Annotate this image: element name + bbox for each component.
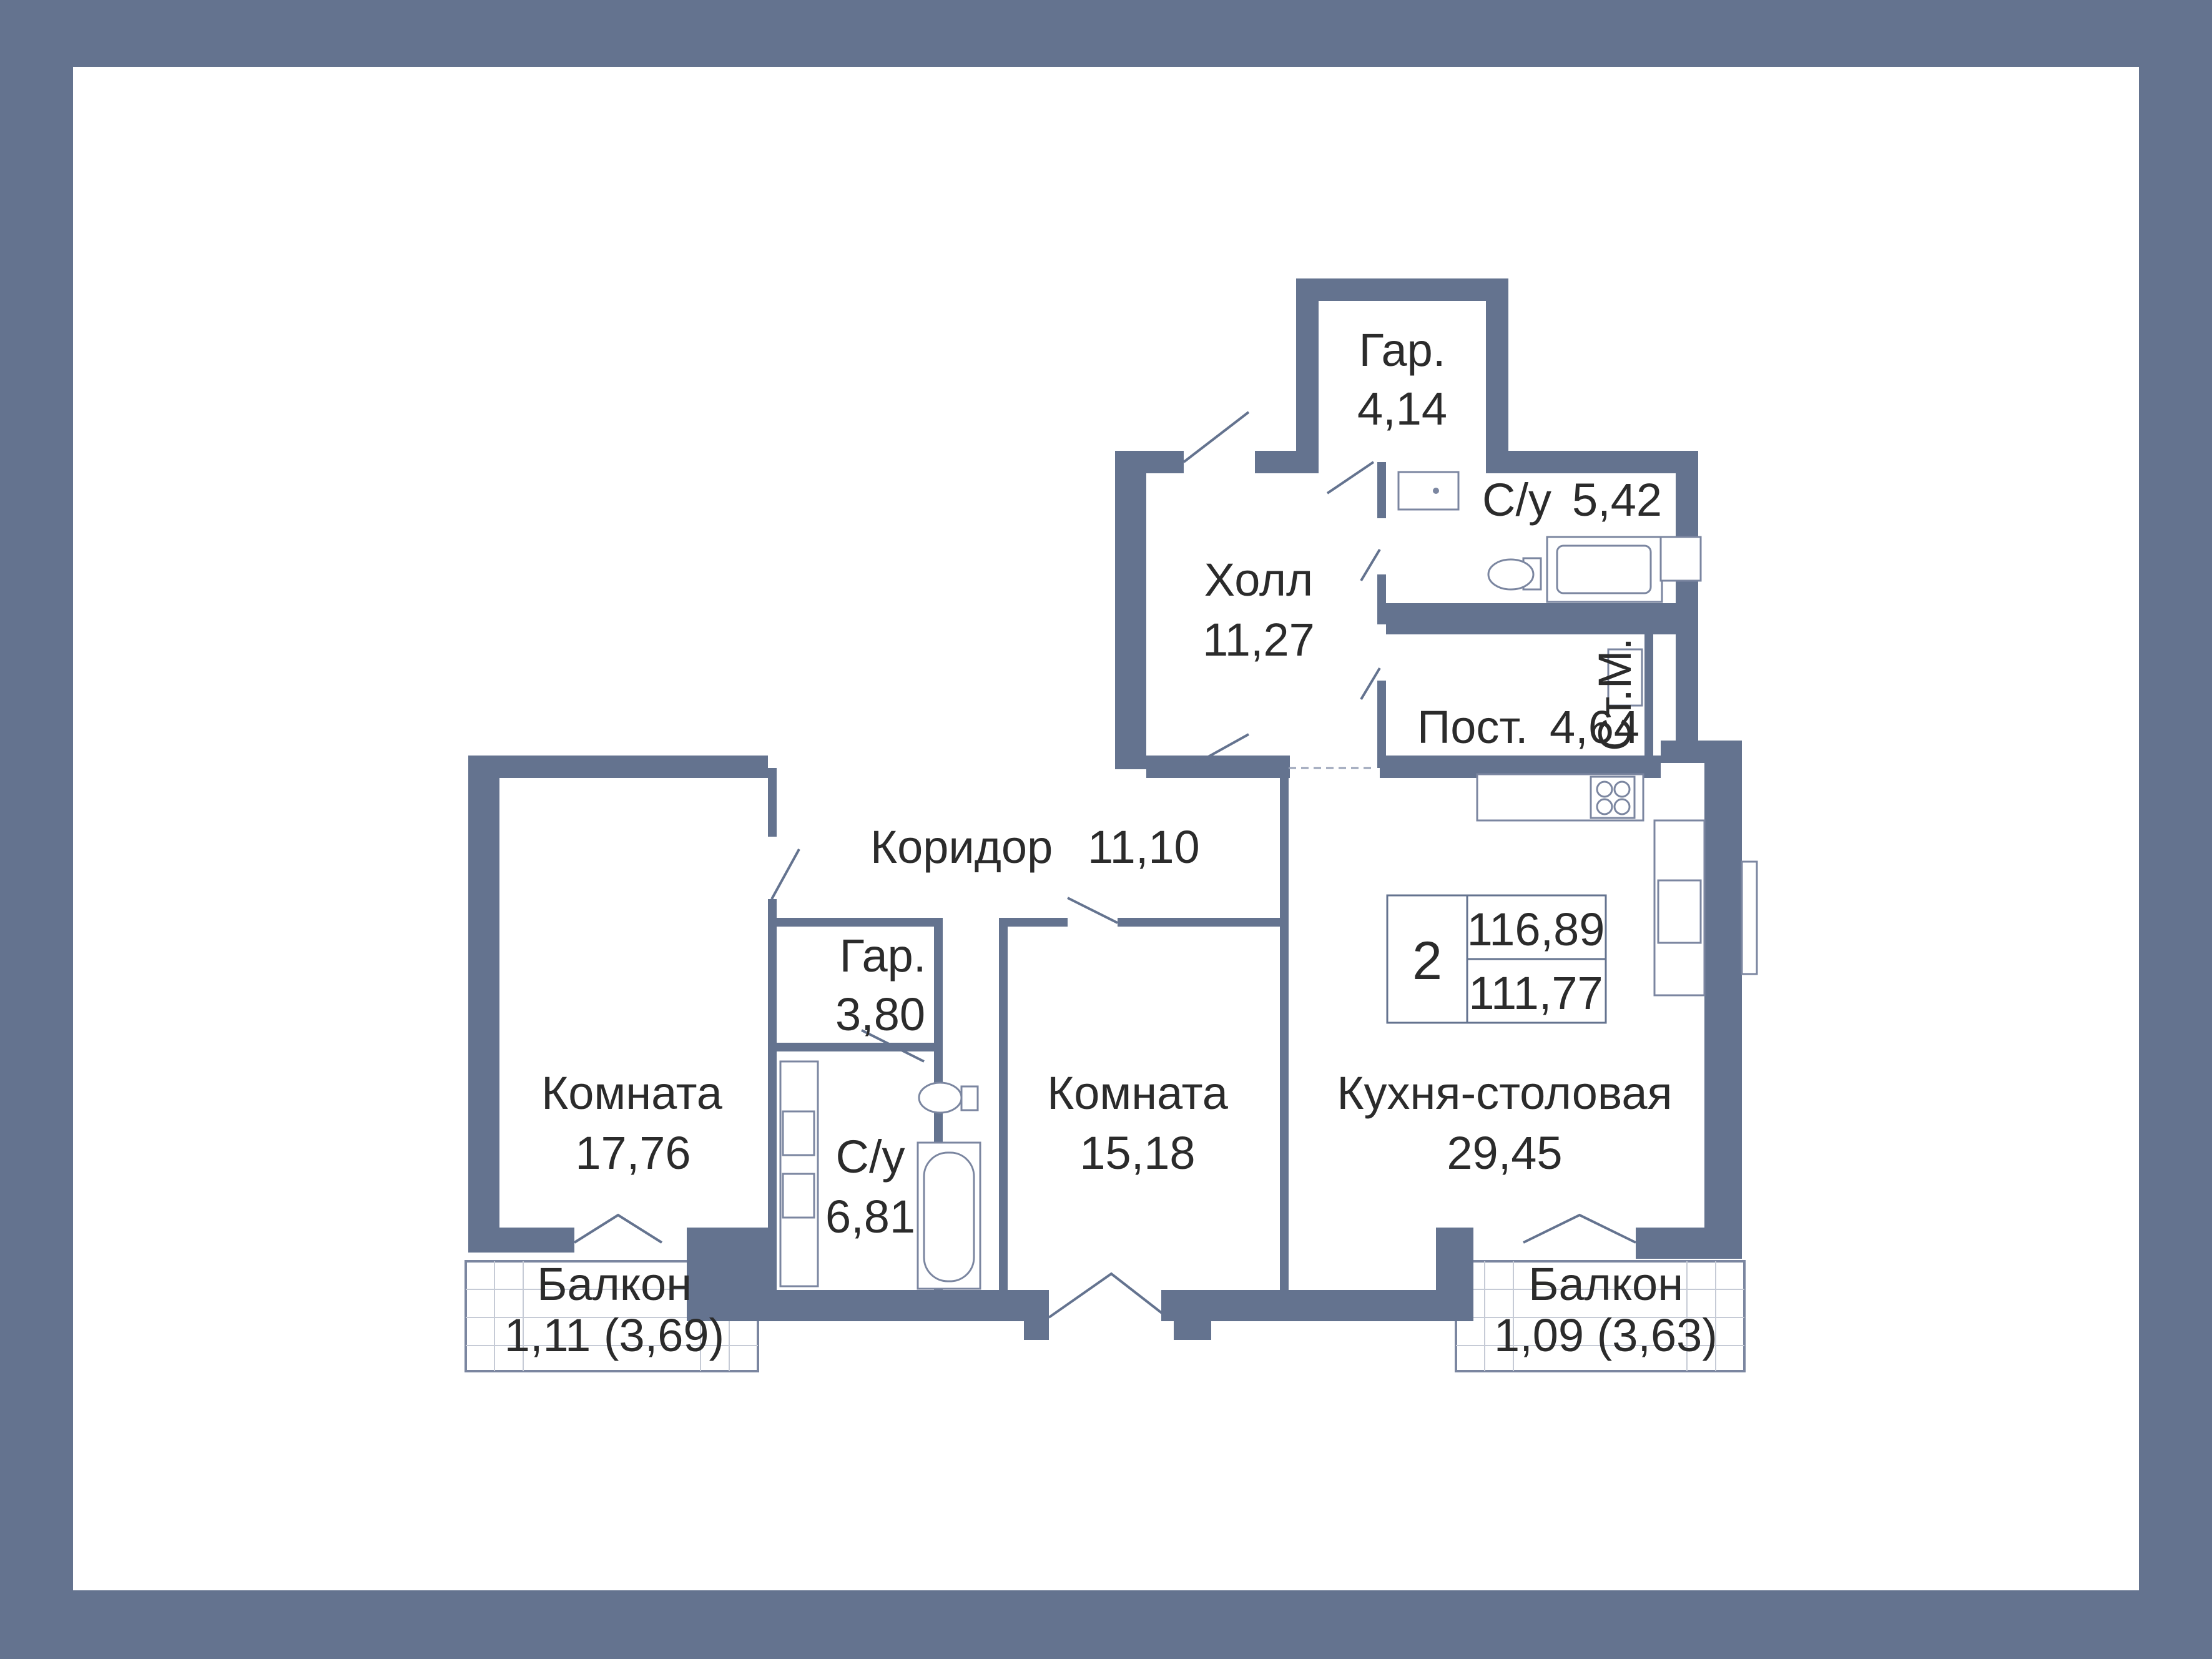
fixtures [779,471,1758,1290]
meter-label: Ст.М. [1589,638,1641,751]
bathroom-top-name: С/у [1482,474,1551,526]
rooms-count: 2 [1412,931,1442,991]
exterior-walls [468,278,1742,1340]
room-left-name: Комната [541,1067,723,1119]
bathroom-mid-area: 6,81 [825,1191,915,1243]
balcony-left-area: 1,11 (3,69) [504,1309,724,1361]
apartment-summary: 2 116,89 111,77 [1386,894,1607,1024]
corridor-area: 11,10 [1088,821,1200,873]
doors [573,411,1636,1319]
kitchen-name: Кухня-столовая [1337,1067,1672,1119]
room-middle-name: Комната [1047,1067,1229,1119]
balcony-right-area: 1,09 (3,63) [1494,1309,1718,1361]
wardrobe-mid-area: 3,80 [835,988,925,1040]
hall-name: Холл [1204,554,1313,606]
wardrobe-mid-name: Гар. [840,930,927,982]
bathroom-mid-name: С/у [836,1131,905,1183]
room-middle-area: 15,18 [1079,1127,1195,1179]
laundry-name: Пост. [1417,701,1528,753]
balcony-right-name: Балкон [1528,1258,1683,1310]
kitchen-area: 29,45 [1447,1127,1562,1179]
room-labels: Гар. 4,14 С/у 5,42 Холл 11,27 Пост. 4,64… [504,324,1718,1361]
corridor-name: Коридор [870,821,1053,873]
wardrobe-top-name: Гар. [1359,324,1446,376]
living-area: 111,77 [1468,967,1603,1019]
laundry-area: 4,64 [1550,701,1639,753]
room-left-area: 17,76 [575,1127,691,1179]
balcony-left-name: Балкон [537,1258,692,1310]
hall-area: 11,27 [1202,614,1315,666]
total-area: 116,89 [1467,903,1605,955]
plan-frame [73,67,2139,1590]
bathroom-top-area: 5,42 [1572,474,1662,526]
wardrobe-top-area: 4,14 [1357,383,1447,435]
